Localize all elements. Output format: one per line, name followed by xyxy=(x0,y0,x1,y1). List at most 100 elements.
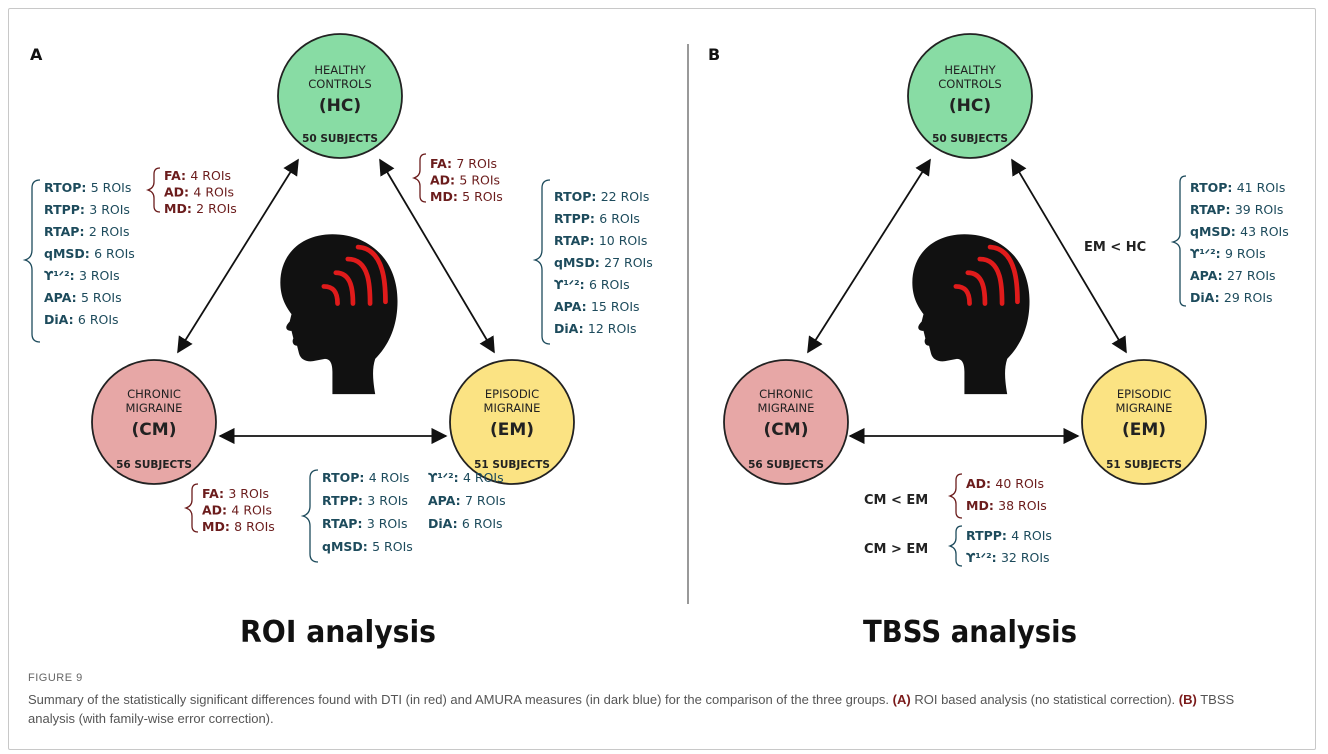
arrow-hc-em-b xyxy=(1011,158,1127,354)
caption-b-text: TBSS analysis (with family-wise error co… xyxy=(28,692,1235,726)
measure-value: 6 ROIs xyxy=(589,277,630,292)
node-hc-line1: HEALTHY xyxy=(314,63,366,77)
measure-name: APA: xyxy=(1190,268,1227,283)
measure-name: DiA: xyxy=(554,321,588,336)
panel-a-title: ROI analysis xyxy=(240,615,436,650)
node-em-subjects: 51 SUBJECTS xyxy=(1106,459,1182,471)
measure-value: 6 ROIs xyxy=(599,211,640,226)
measure-item: APA: 7 ROIs xyxy=(428,493,506,508)
measure-value: 2 ROIs xyxy=(196,201,237,216)
measure-item: AD: 5 ROIs xyxy=(430,173,500,188)
measure-item: FA: 4 ROIs xyxy=(164,168,231,183)
measure-item: DiA: 6 ROIs xyxy=(428,516,503,531)
measure-name: FA: xyxy=(202,486,228,501)
measure-name: RTOP: xyxy=(1190,180,1237,195)
measure-value: 5 ROIs xyxy=(372,539,413,554)
measure-name: RTAP: xyxy=(554,233,599,248)
measure-item: AD: 4 ROIs xyxy=(202,503,272,518)
measure-name: MD: xyxy=(202,519,234,534)
measure-value: 4 ROIs xyxy=(463,470,504,485)
node-hc-line2: CONTROLS xyxy=(938,77,1001,91)
node-em-line1: EPISODIC xyxy=(1117,387,1171,401)
measure-value: 15 ROIs xyxy=(591,299,640,314)
node-hc-subjects: 50 SUBJECTS xyxy=(302,133,378,145)
measure-value: 5 ROIs xyxy=(81,290,122,305)
node-cm-line2: MIGRAINE xyxy=(126,401,183,415)
measure-item: APA: 5 ROIs xyxy=(44,290,122,305)
measure-value: 3 ROIs xyxy=(367,493,408,508)
measure-name: ϒ¹ᐟ²: xyxy=(428,470,463,485)
measure-value: 4 ROIs xyxy=(193,185,234,200)
measure-value: 5 ROIs xyxy=(91,180,132,195)
arrow-hc-cm-a xyxy=(177,158,299,354)
measure-item: APA: 27 ROIs xyxy=(1190,268,1276,283)
measure-item: MD: 2 ROIs xyxy=(164,201,237,216)
node-cm-line2: MIGRAINE xyxy=(758,401,815,415)
caption-label: FIGURE 9 xyxy=(28,672,83,684)
label-cm-gt-em: CM > EM xyxy=(864,542,928,557)
caption-text: Summary of the statistically significant… xyxy=(28,690,1258,728)
arrow-hc-em-a xyxy=(379,158,495,354)
measure-item: AD: 4 ROIs xyxy=(164,185,234,200)
node-cm-line1: CHRONIC xyxy=(127,387,181,401)
label-cm-lt-em: CM < EM xyxy=(864,493,928,508)
measure-value: 7 ROIs xyxy=(456,156,497,171)
measure-value: 27 ROIs xyxy=(604,255,653,270)
measure-item: RTOP: 41 ROIs xyxy=(1190,180,1285,195)
measure-item: MD: 8 ROIs xyxy=(202,519,275,534)
brace-cm-em-dti xyxy=(183,483,199,533)
measure-name: RTAP: xyxy=(1190,202,1235,217)
measure-name: RTOP: xyxy=(44,180,91,195)
node-em-subjects: 51 SUBJECTS xyxy=(474,459,550,471)
measure-name: FA: xyxy=(430,156,456,171)
measure-value: 9 ROIs xyxy=(1225,246,1266,261)
node-em-a: EPISODIC MIGRAINE (EM) 51 SUBJECTS xyxy=(449,359,575,485)
measure-value: 10 ROIs xyxy=(599,233,648,248)
node-hc-subjects: 50 SUBJECTS xyxy=(932,133,1008,145)
measure-item: ϒ¹ᐟ²: 6 ROIs xyxy=(554,277,630,292)
measure-name: RTAP: xyxy=(322,516,367,531)
measure-value: 4 ROIs xyxy=(1011,528,1052,543)
measure-name: AD: xyxy=(202,503,231,518)
panel-b-title: TBSS analysis xyxy=(863,615,1077,650)
measure-name: qMSD: xyxy=(322,539,372,554)
measure-name: RTPP: xyxy=(322,493,367,508)
measure-item: FA: 7 ROIs xyxy=(430,156,497,171)
measure-value: 41 ROIs xyxy=(1237,180,1286,195)
measure-item: MD: 5 ROIs xyxy=(430,189,503,204)
measure-value: 40 ROIs xyxy=(995,476,1044,491)
measure-item: qMSD: 43 ROIs xyxy=(1190,224,1289,239)
arrow-hc-cm-b xyxy=(807,158,931,354)
measure-name: qMSD: xyxy=(1190,224,1240,239)
measure-item: RTPP: 6 ROIs xyxy=(554,211,640,226)
node-cm-subjects: 56 SUBJECTS xyxy=(116,459,192,471)
caption-b-tag: (B) xyxy=(1178,692,1197,707)
caption-main: Summary of the statistically significant… xyxy=(28,692,890,707)
node-cm-abbr: (CM) xyxy=(132,420,177,440)
measure-name: DiA: xyxy=(44,312,78,327)
node-hc-abbr: (HC) xyxy=(319,96,361,116)
brace-hc-cm-dti xyxy=(145,167,161,213)
measure-value: 6 ROIs xyxy=(78,312,119,327)
measure-value: 6 ROIs xyxy=(94,246,135,261)
measure-name: RTAP: xyxy=(44,224,89,239)
measure-item: RTAP: 10 ROIs xyxy=(554,233,647,248)
node-em-line1: EPISODIC xyxy=(485,387,539,401)
measure-value: 3 ROIs xyxy=(89,202,130,217)
caption-a-tag: (A) xyxy=(892,692,911,707)
measure-value: 12 ROIs xyxy=(588,321,637,336)
measure-value: 32 ROIs xyxy=(1001,550,1050,565)
measure-value: 5 ROIs xyxy=(462,189,503,204)
measure-value: 4 ROIs xyxy=(190,168,231,183)
node-em-abbr: (EM) xyxy=(490,420,534,440)
measure-value: 38 ROIs xyxy=(998,498,1047,513)
measure-name: qMSD: xyxy=(554,255,604,270)
measure-item: qMSD: 6 ROIs xyxy=(44,246,135,261)
